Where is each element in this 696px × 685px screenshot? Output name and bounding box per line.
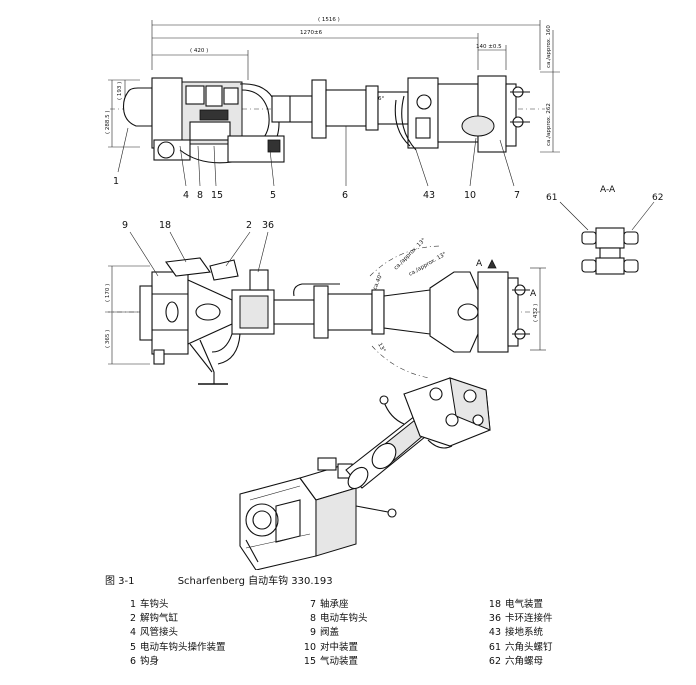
- section-marker-a-right: A: [530, 289, 537, 299]
- callout-9: 9: [122, 220, 128, 231]
- dim-main: 1270±6: [300, 30, 323, 36]
- callout-1: 1: [113, 176, 119, 187]
- section-label-61: 61: [546, 193, 557, 203]
- legend-item: 43 接地系统: [485, 626, 553, 640]
- top-callouts: 1 4 8 15 5 6 43 10 7: [113, 126, 520, 201]
- legend-number: 36: [488, 613, 501, 625]
- middle-view: ( 170 ) ( 365 ) ( 432 ): [105, 96, 546, 385]
- legend-number: 15: [303, 655, 316, 667]
- legend-column-3: 18 电气装置 36 卡环连接件 43 接地系统 61 六角头螺钉 62 六角螺母: [485, 598, 553, 669]
- dim-flange: 140 ±0.5: [476, 44, 502, 50]
- legend-text: 六角螺母: [505, 655, 544, 667]
- legend-item: 10 对中装置: [300, 641, 368, 655]
- legend-number: 2: [129, 613, 136, 625]
- dim-h288: ( 288.5 ): [105, 110, 111, 134]
- dim-angle-6: 6°: [378, 96, 384, 102]
- dim-r160: ca./approx. 160: [546, 25, 552, 68]
- callout-15: 15: [211, 190, 223, 201]
- section-a-a: A-A 61 62: [546, 185, 663, 275]
- callout-10: 10: [464, 190, 476, 201]
- dim-head: ( 420 ): [190, 48, 208, 54]
- legend-item: 7 轴承座: [300, 598, 368, 612]
- callout-43: 43: [423, 190, 435, 201]
- legend-column-2: 7 轴承座 8 电动车钩头 9 阀盖 10 对中装置 15 气动装置: [300, 598, 368, 669]
- dim-angle-40: ca.40°: [372, 272, 384, 291]
- legend-text: 气动装置: [320, 655, 359, 667]
- legend-number: 5: [129, 641, 136, 653]
- legend-text: 轴承座: [320, 599, 349, 610]
- dim-total: ( 1516 ): [318, 17, 340, 23]
- callout-7: 7: [514, 190, 520, 201]
- dim-mid-r: ( 432 ): [533, 304, 539, 322]
- dim-mid-v: ( 170 ): [105, 284, 111, 302]
- legend-text: 电动车钩头: [320, 613, 368, 625]
- legend-item: 8 电动车钩头: [300, 612, 368, 626]
- legend-text: 风管接头: [140, 627, 179, 639]
- legend-number: 6: [129, 655, 136, 667]
- callout-36: 36: [262, 220, 274, 231]
- legend-item: 36 卡环连接件: [485, 612, 553, 626]
- legend-text: 车钩头: [140, 599, 169, 610]
- legend-text: 阀盖: [320, 627, 340, 639]
- callout-2: 2: [246, 220, 252, 231]
- legend-number: 1: [129, 599, 136, 610]
- legend-item: 1 车钩头: [120, 598, 226, 612]
- legend-text: 电动车钩头操作装置: [140, 641, 226, 653]
- legend-number: 61: [488, 641, 501, 653]
- callout-5: 5: [270, 190, 276, 201]
- coupler-technical-drawing: ( 1516 ) 1270±6 ( 420 ) 140 ±0.5 ( 193 )…: [105, 17, 663, 570]
- legend-text: 六角头螺钉: [505, 641, 553, 653]
- section-title: A-A: [600, 185, 616, 195]
- perspective-view: [239, 377, 491, 570]
- legend-number: 43: [488, 627, 501, 639]
- legend-number: 8: [309, 613, 316, 625]
- legend-column-1: 1 车钩头 2 解钩气缸 4 风管接头 5 电动车钩头操作装置 6 钩身: [120, 598, 226, 669]
- top-view: ( 1516 ) 1270±6 ( 420 ) 140 ±0.5 ( 193 )…: [105, 17, 560, 164]
- mid-callouts: 9 18 2 36: [122, 220, 274, 277]
- legend-text: 接地系统: [505, 627, 544, 639]
- legend-number: 62: [488, 655, 501, 667]
- legend-number: 18: [488, 599, 501, 610]
- callout-8: 8: [197, 190, 203, 201]
- callout-6: 6: [342, 190, 348, 201]
- dim-mid-v2: ( 365 ): [105, 330, 111, 348]
- legend-number: 4: [129, 627, 136, 639]
- legend-item: 2 解钩气缸: [120, 612, 226, 626]
- legend-number: 7: [309, 599, 316, 610]
- dim-r262: ca./approx. 262: [546, 103, 552, 146]
- legend-text: 钩身: [140, 655, 160, 667]
- section-label-62: 62: [652, 193, 663, 203]
- figure-title: Scharfenberg 自动车钩 330.193: [177, 576, 333, 587]
- legend-item: 5 电动车钩头操作装置: [120, 641, 226, 655]
- legend-text: 解钩气缸: [140, 613, 179, 625]
- legend-item: 15 气动装置: [300, 655, 368, 669]
- legend-item: 9 阀盖: [300, 626, 368, 640]
- legend-text: 对中装置: [320, 641, 359, 653]
- legend-item: 4 风管接头: [120, 626, 226, 640]
- legend-number: 9: [309, 627, 316, 639]
- legend-item: 6 钩身: [120, 655, 226, 669]
- callout-18: 18: [159, 220, 171, 231]
- section-marker-a: A: [476, 259, 483, 269]
- legend-number: 10: [303, 641, 316, 653]
- figure-number: 图 3-1: [105, 576, 135, 587]
- figure-caption: 图 3-1 Scharfenberg 自动车钩 330.193: [105, 572, 333, 587]
- legend-text: 卡环连接件: [505, 613, 553, 625]
- legend-item: 61 六角头螺钉: [485, 641, 553, 655]
- legend-item: 62 六角螺母: [485, 655, 553, 669]
- callout-4: 4: [183, 190, 189, 201]
- dim-angle-13c: ca./approx. 13°: [408, 251, 448, 277]
- dim-angle-13a: 13°: [376, 342, 386, 354]
- legend-text: 电气装置: [505, 599, 544, 610]
- legend-item: 18 电气装置: [485, 598, 553, 612]
- dim-h193: ( 193 ): [117, 82, 123, 100]
